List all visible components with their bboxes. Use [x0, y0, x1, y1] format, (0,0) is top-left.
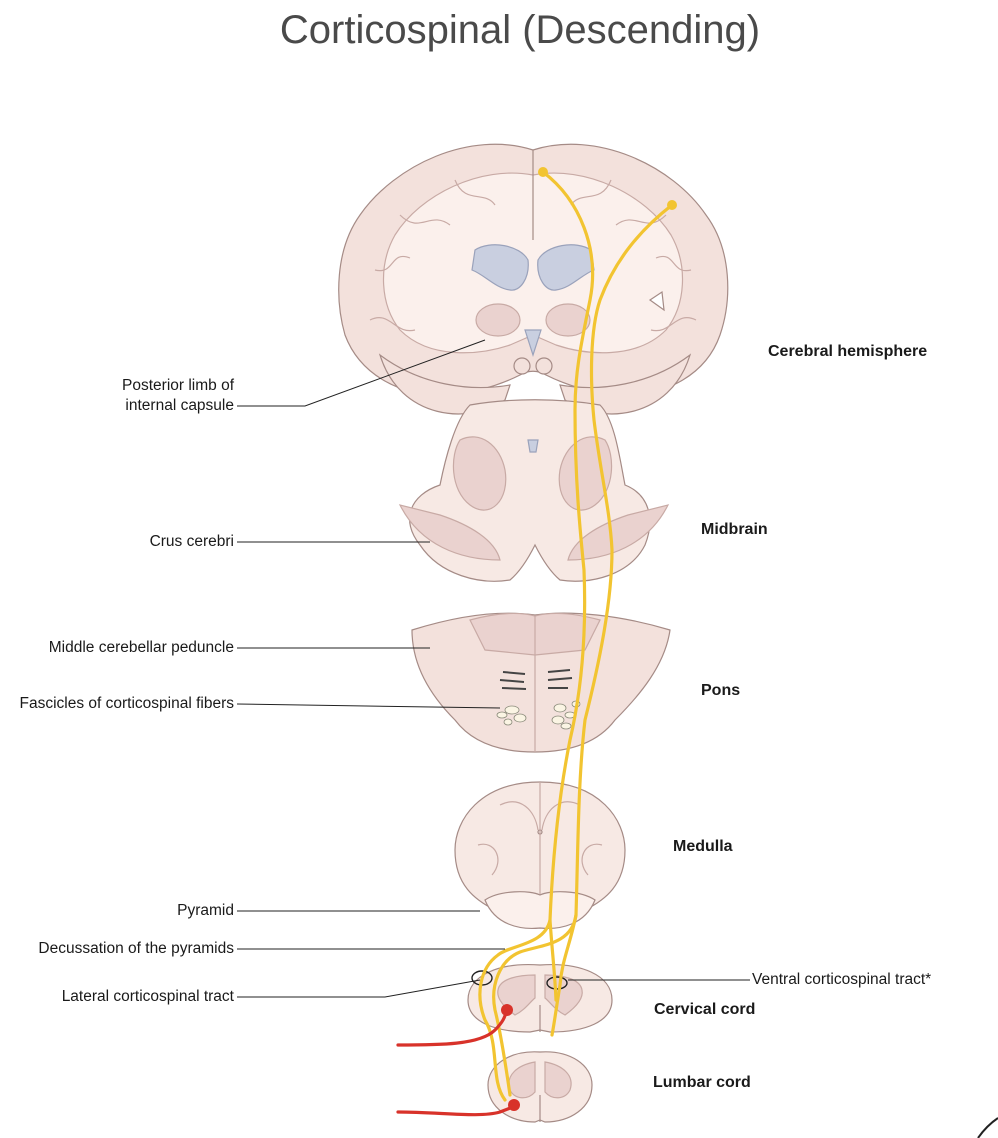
label-middle-cerebellar-peduncle: Middle cerebellar peduncle	[48, 639, 234, 656]
region-lumbar-cord: Lumbar cord	[653, 1074, 751, 1091]
cortical-neuron-lateral	[667, 200, 677, 210]
pons-section	[411, 612, 671, 753]
label-crus-cerebri: Crus cerebri	[149, 533, 234, 550]
label-pyramid: Pyramid	[177, 902, 234, 919]
region-midbrain: Midbrain	[701, 521, 768, 538]
corticospinal-tract	[478, 170, 674, 1102]
leader-lines	[236, 339, 750, 998]
cerebral-hemisphere-section	[338, 143, 729, 415]
label-decussation: Decussation of the pyramids	[38, 940, 234, 957]
page-title: Corticospinal (Descending)	[279, 8, 761, 52]
label-lateral-tract: Lateral corticospinal tract	[61, 988, 234, 1005]
medulla-section	[454, 781, 626, 929]
region-cerebral-hemisphere: Cerebral hemisphere	[768, 343, 928, 360]
lumbar-motor-neuron	[508, 1099, 520, 1111]
cervical-motor-neuron	[501, 1004, 513, 1016]
label-posterior-limb: Posterior limb of internal capsule	[122, 376, 234, 416]
label-posterior-limb-line2: internal capsule	[125, 397, 234, 414]
label-posterior-limb-line1: Posterior limb of	[122, 377, 234, 394]
edge-mark	[977, 1117, 998, 1138]
midbrain-section	[398, 399, 670, 582]
region-pons: Pons	[701, 682, 741, 699]
label-ventral-tract: Ventral corticospinal tract*	[752, 971, 932, 988]
cortical-neuron-medial	[538, 167, 548, 177]
label-fascicles: Fascicles of corticospinal fibers	[19, 695, 235, 712]
region-medulla: Medulla	[673, 838, 733, 855]
region-cervical-cord: Cervical cord	[654, 1001, 756, 1018]
cervical-cord-section	[467, 963, 613, 1033]
